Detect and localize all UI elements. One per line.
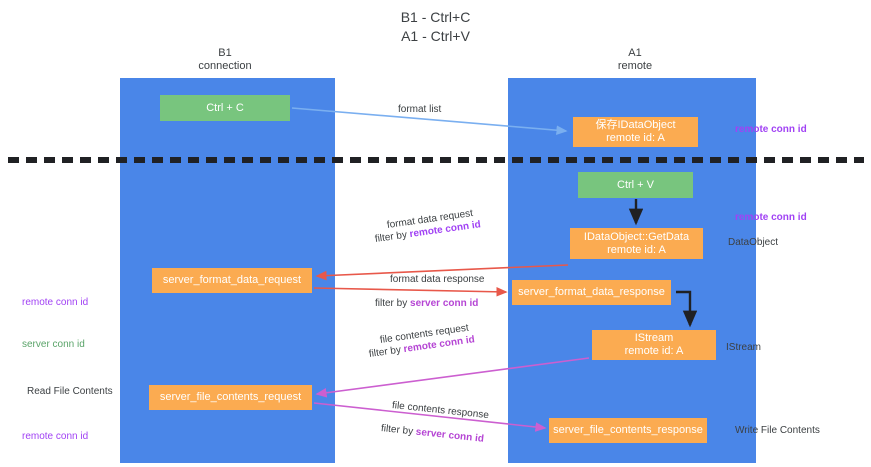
edge-label-format-list: format list (398, 104, 442, 115)
node-server-format-data-request-label: server_format_data_request (162, 274, 302, 286)
column-header-b1: B1 connection (198, 47, 252, 72)
annotation-left-conn-ids-2: remote conn id server conn id (22, 402, 88, 467)
node-server-file-contents-response-label: server_file_contents_response (553, 424, 703, 436)
filter-key-server-conn-id: server conn id (410, 298, 479, 309)
node-server-format-data-response-label: server_format_data_response (518, 286, 665, 298)
edge-label-format-data-response: format data response (390, 274, 485, 285)
node-server-file-contents-request-label: server_file_contents_request (159, 391, 302, 403)
node-ctrl-v-label: Ctrl + V (617, 178, 654, 191)
node-server-file-contents-response[interactable]: server_file_contents_response (549, 418, 707, 443)
edge-label-file-contents-response: file contents response (391, 400, 490, 422)
annotation-read-file-contents: Read File Contents (27, 386, 113, 397)
edge-label-file-contents-response-filter: filter by server conn id (380, 422, 484, 446)
filter-prefix: filter by (380, 423, 417, 438)
annotation-left-remote-conn-id: remote conn id (22, 297, 89, 308)
node-istream[interactable]: IStream remote id: A (592, 330, 716, 360)
column-header-a1: A1 remote (617, 47, 653, 72)
annotation-remote-conn-id-mid: remote conn id (735, 212, 807, 223)
annotation-remote-conn-id-top: remote conn id (735, 124, 807, 135)
node-server-file-contents-request[interactable]: server_file_contents_request (149, 385, 312, 410)
node-ctrl-c-label: Ctrl + C (206, 101, 244, 114)
annotation-left-conn-ids: remote conn id server conn id (22, 268, 88, 380)
annotation-dataobject: DataObject (728, 237, 779, 248)
node-idataobject-getdata[interactable]: IDataObject::GetData remote id: A (570, 228, 703, 259)
node-istream-line1: IStream (634, 332, 674, 344)
annotation-istream: IStream (726, 342, 762, 353)
node-save-idataobject-line2: remote id: A (606, 132, 665, 144)
node-idataobject-getdata-line1: IDataObject::GetData (583, 230, 690, 243)
annotation-left-server-conn-id: server conn id (22, 339, 85, 350)
filter-prefix: filter by (374, 229, 411, 245)
node-server-format-data-response[interactable]: server_format_data_response (512, 280, 671, 305)
annotation-write-file-contents: Write File Contents (735, 425, 820, 436)
filter-prefix: filter by (375, 298, 411, 309)
node-save-idataobject-line1: 保存IDataObject (595, 119, 676, 131)
node-save-idataobject[interactable]: 保存IDataObject remote id: A (573, 117, 698, 147)
filter-prefix: filter by (368, 344, 405, 360)
node-ctrl-v[interactable]: Ctrl + V (578, 172, 693, 198)
page-title: B1 - Ctrl+C A1 - Ctrl+V (400, 9, 471, 44)
edge-label-format-data-response-filter: filter by server conn id (375, 297, 478, 310)
node-server-format-data-request[interactable]: server_format_data_request (152, 268, 312, 293)
node-ctrl-c[interactable]: Ctrl + C (160, 95, 290, 121)
filter-key-server-conn-id: server conn id (415, 426, 485, 445)
phase-divider (8, 157, 864, 163)
annotation-left-remote-conn-id-2: remote conn id (22, 431, 89, 442)
node-istream-line2: remote id: A (624, 345, 684, 357)
node-idataobject-getdata-line2: remote id: A (607, 243, 666, 256)
